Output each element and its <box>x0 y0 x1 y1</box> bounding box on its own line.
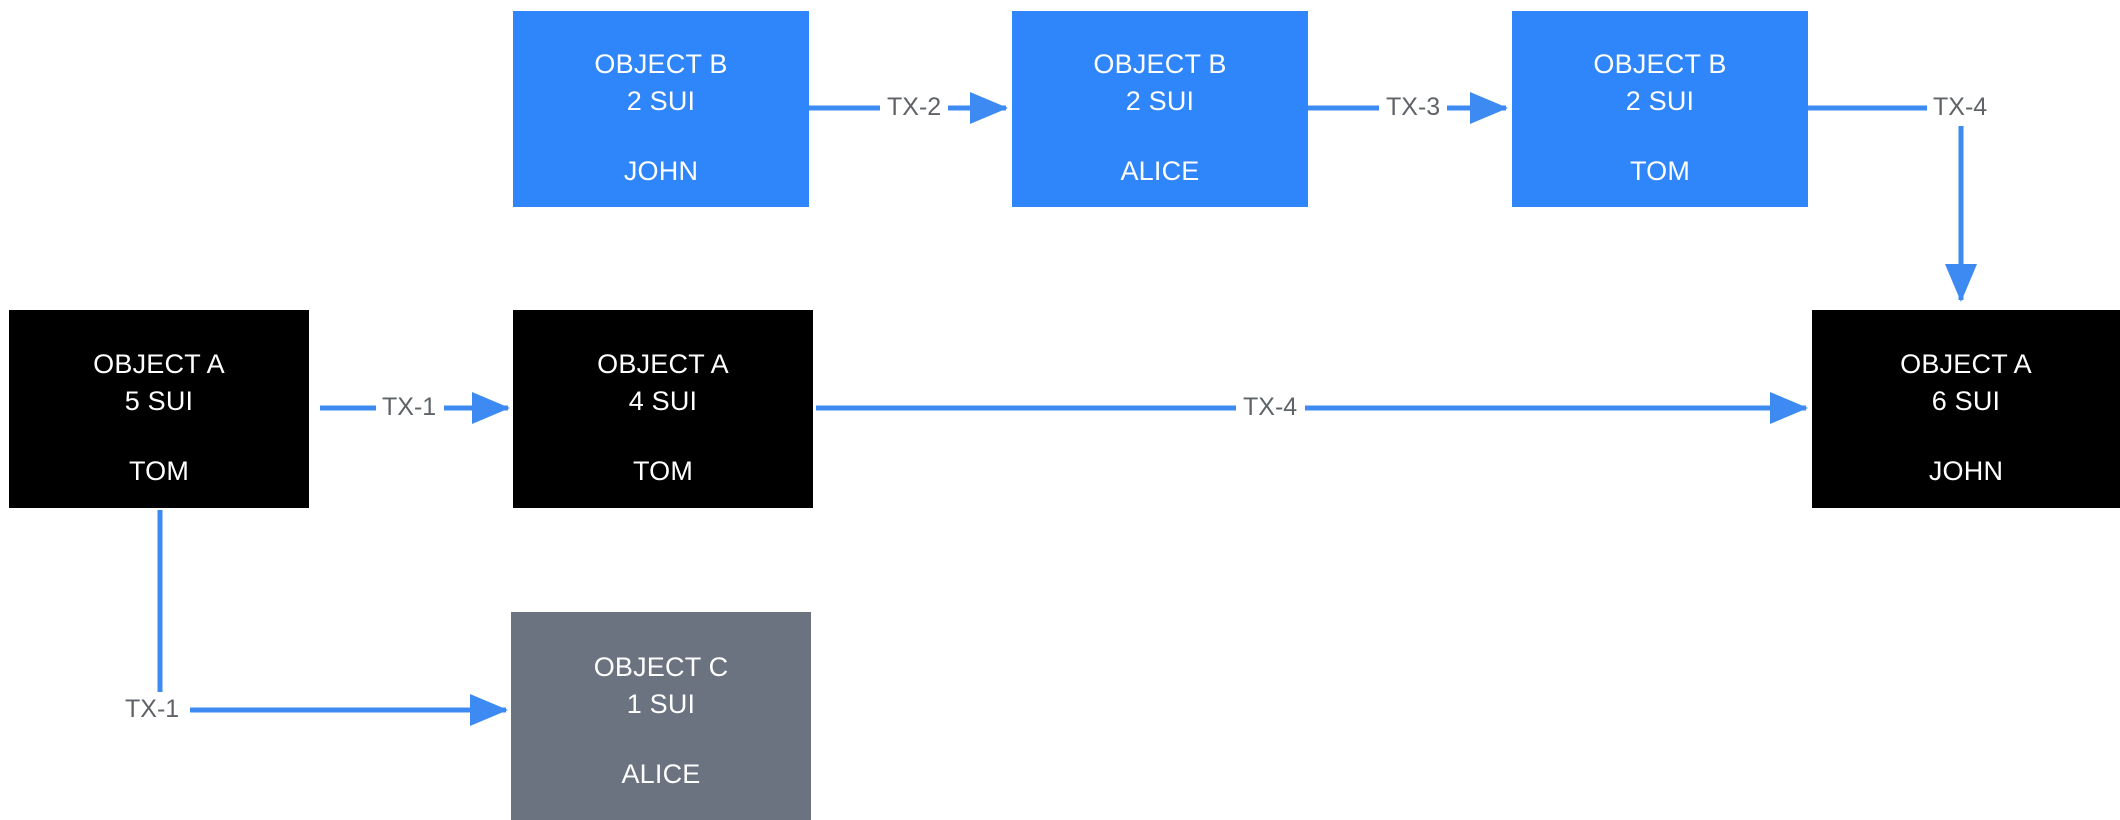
edge-label-tx2: TX-2 <box>884 95 945 120</box>
edge-label-tx4-mid: TX-4 <box>1240 395 1301 420</box>
node-object-label: OBJECT B <box>1593 49 1727 79</box>
node-owner-label: TOM <box>128 456 190 486</box>
node-object-b-alice[interactable]: OBJECT B 2 SUI ALICE <box>1012 11 1308 207</box>
node-object-b-john[interactable]: OBJECT B 2 SUI JOHN <box>513 11 809 207</box>
node-object-a-tom-5[interactable]: OBJECT A 5 SUI TOM <box>9 310 309 508</box>
node-object-a-john-6[interactable]: OBJECT A 6 SUI JOHN <box>1812 310 2120 508</box>
edge-label-tx3: TX-3 <box>1383 95 1444 120</box>
node-amount-label: 5 SUI <box>124 386 194 416</box>
node-object-c-alice[interactable]: OBJECT C 1 SUI ALICE <box>511 612 811 820</box>
edge-label-tx4-top: TX-4 <box>1930 95 1991 120</box>
node-object-label: OBJECT C <box>593 652 729 682</box>
node-owner-label: ALICE <box>621 759 701 789</box>
node-amount-label: 2 SUI <box>1125 86 1195 116</box>
node-owner-label: JOHN <box>1928 456 2004 486</box>
node-amount-label: 2 SUI <box>1625 86 1695 116</box>
node-amount-label: 2 SUI <box>626 86 696 116</box>
node-object-b-tom[interactable]: OBJECT B 2 SUI TOM <box>1512 11 1808 207</box>
node-owner-label: TOM <box>632 456 694 486</box>
node-amount-label: 6 SUI <box>1931 386 2001 416</box>
edge-label-tx1-mid: TX-1 <box>379 395 440 420</box>
node-object-label: OBJECT B <box>594 49 728 79</box>
node-object-a-tom-4[interactable]: OBJECT A 4 SUI TOM <box>513 310 813 508</box>
node-object-label: OBJECT A <box>1900 349 2032 379</box>
node-owner-label: JOHN <box>623 156 699 186</box>
node-owner-label: ALICE <box>1120 156 1200 186</box>
node-object-label: OBJECT B <box>1093 49 1227 79</box>
node-amount-label: 1 SUI <box>626 689 696 719</box>
node-object-label: OBJECT A <box>597 349 729 379</box>
edge-label-tx1-bottom: TX-1 <box>122 697 183 722</box>
node-amount-label: 4 SUI <box>628 386 698 416</box>
node-owner-label: TOM <box>1629 156 1691 186</box>
node-object-label: OBJECT A <box>93 349 225 379</box>
